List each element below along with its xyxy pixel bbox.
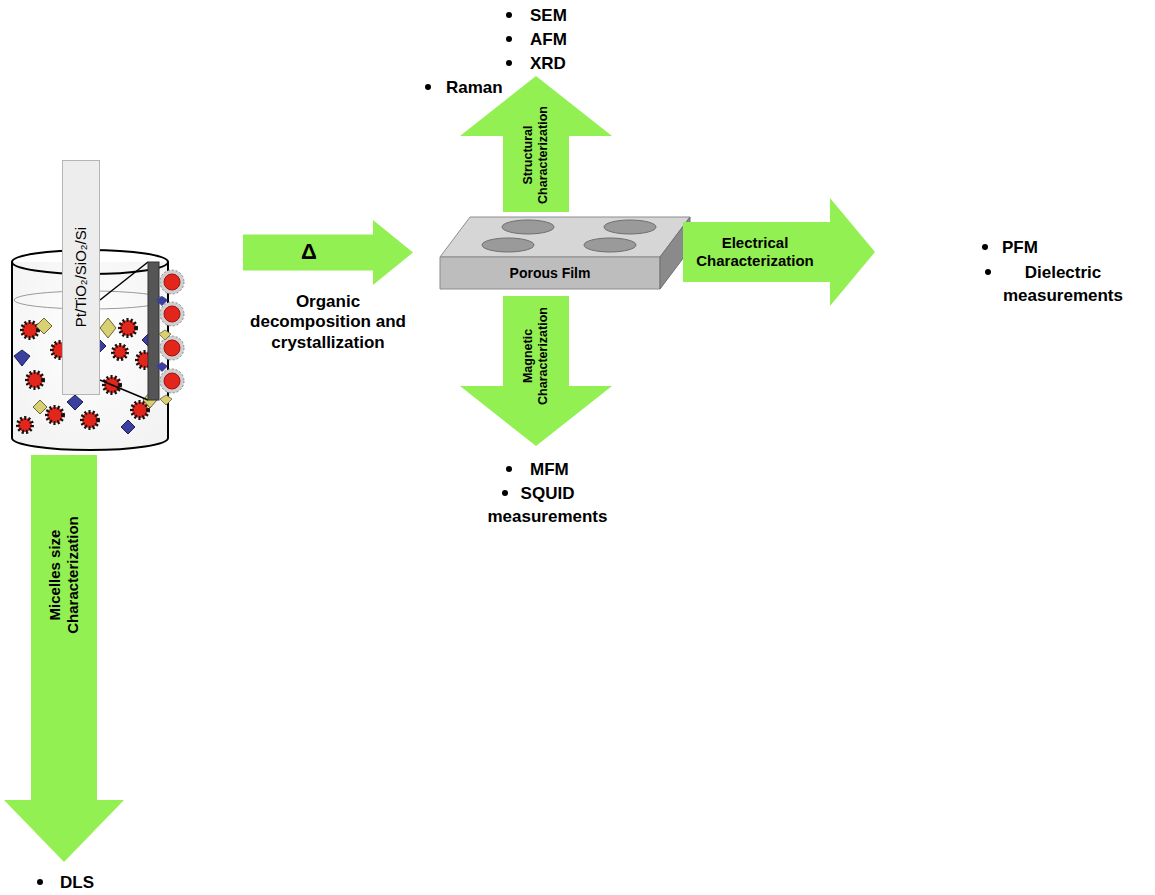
bullet-dot bbox=[506, 60, 512, 66]
technique-label: XRD bbox=[530, 52, 566, 75]
technique-label: SEM bbox=[530, 4, 567, 27]
micelles-arrow-shape bbox=[4, 455, 124, 862]
bullet-dot bbox=[982, 244, 988, 250]
bullet-dot bbox=[506, 36, 512, 42]
heat-arrow-text: Δ bbox=[301, 239, 317, 265]
zoom-inset bbox=[100, 262, 184, 405]
film-pore bbox=[584, 238, 636, 252]
heat-arrow-text: Organic decomposition and crystallizatio… bbox=[241, 292, 416, 353]
technique-label: MFM bbox=[530, 458, 569, 481]
bullet-dot bbox=[425, 84, 431, 90]
film-pore bbox=[482, 238, 534, 252]
structural-arrow-text: Structural Characterization bbox=[521, 88, 551, 223]
technique-label: PFM bbox=[1002, 236, 1038, 259]
technique-label: AFM bbox=[530, 28, 567, 51]
bullet-dot bbox=[985, 269, 991, 275]
electrical-arrow-text: Electrical Characterization bbox=[685, 234, 825, 270]
porous-film-text: Porous Film bbox=[510, 265, 591, 282]
magnetic-arrow-text: Magnetic Characterization bbox=[521, 289, 551, 424]
heat-arrow-shape bbox=[243, 220, 413, 285]
heat-arrow: ΔOrganic decomposition and crystallizati… bbox=[243, 220, 413, 285]
substrate-strip-text: Pt/TiO₂/SiO₂/Si bbox=[72, 227, 90, 327]
micelles-arrow: Micelles size Characterization bbox=[4, 455, 124, 862]
micelles-arrow-outline bbox=[4, 455, 124, 862]
electrical-arrow: Electrical Characterization bbox=[683, 198, 875, 306]
technique-label: DLS bbox=[60, 871, 94, 894]
film-pore bbox=[502, 220, 554, 234]
technique-label: Dielectric measurements bbox=[998, 261, 1128, 307]
substrate-strip: Pt/TiO₂/SiO₂/Si bbox=[62, 160, 100, 395]
technique-label: Raman bbox=[446, 76, 503, 99]
porous-film: Porous Film bbox=[440, 212, 690, 292]
substrate-body bbox=[63, 161, 100, 395]
bullet-dot bbox=[506, 12, 512, 18]
micelles-arrow-text: Micelles size Characterization bbox=[46, 500, 82, 650]
electrical-arrow-shape bbox=[683, 198, 875, 306]
bullet-dot bbox=[502, 490, 508, 496]
technique-label: SQUID measurements bbox=[485, 482, 610, 528]
bullet-dot bbox=[37, 879, 43, 885]
film-pore bbox=[604, 220, 656, 234]
magnetic-arrow: Magnetic Characterization bbox=[460, 296, 612, 446]
film-front bbox=[440, 257, 660, 289]
heat-arrow-outline bbox=[243, 220, 413, 285]
bullet-dot bbox=[506, 466, 512, 472]
film-top bbox=[440, 217, 690, 257]
